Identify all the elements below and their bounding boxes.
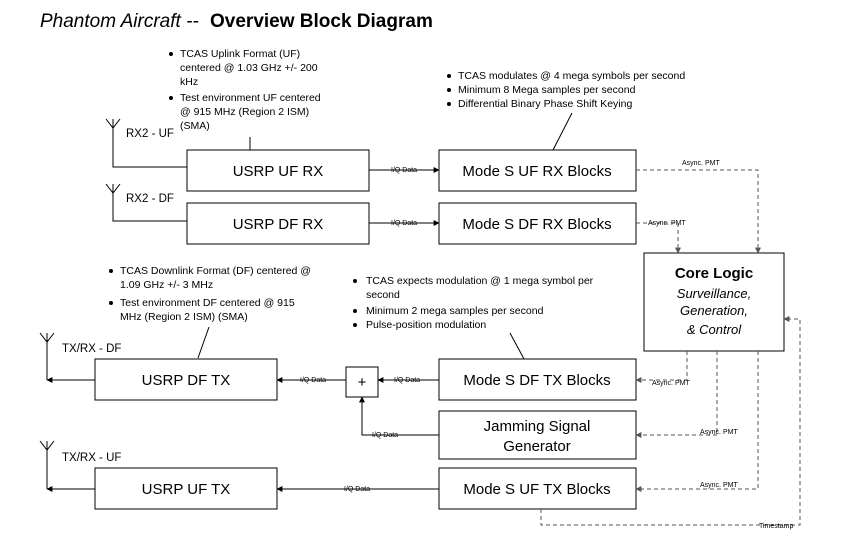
block-label: USRP DF RX xyxy=(233,216,324,233)
block-jamming-generator: Jamming Signal Generator xyxy=(438,410,637,460)
antenna-icon xyxy=(39,440,55,489)
connector-dashed xyxy=(636,169,761,254)
block-core-logic: Core Logic Surveillance, Generation, & C… xyxy=(643,252,785,352)
note-df-tx: TCAS Downlink Format (DF) centered @ 1.0… xyxy=(109,265,311,323)
connector-label: I/Q Data xyxy=(344,486,370,493)
connector-dashed xyxy=(540,316,801,526)
block-label: USRP UF RX xyxy=(233,163,324,180)
block-modes-df-rx: Mode S DF RX Blocks xyxy=(438,202,637,245)
title-bold: Overview Block Diagram xyxy=(210,11,433,32)
connector-label: I/Q Data xyxy=(394,377,420,384)
block-label: Mode S UF RX Blocks xyxy=(462,163,611,180)
connector-label: Async. PMT xyxy=(648,220,686,227)
antenna-label-txrx-uf: TX/RX - UF xyxy=(62,452,121,464)
note-modes-tx: TCAS expects modulation @ 1 mega symbol … xyxy=(353,275,594,331)
connector-label: I/Q Data xyxy=(300,377,326,384)
connector-label: Async. PMT xyxy=(700,482,738,489)
note-uf-rx-line: Test environment UF centered xyxy=(180,92,321,104)
block-usrp-df-tx: USRP DF TX xyxy=(94,358,278,401)
note-uf-rx-line: (SMA) xyxy=(180,120,210,132)
connector-dashed xyxy=(635,351,718,438)
connector-label: I/Q Data xyxy=(372,432,398,439)
block-label: Jamming Signal xyxy=(484,418,591,435)
callout-line xyxy=(509,332,525,360)
block-usrp-uf-tx: USRP UF TX xyxy=(94,467,278,510)
connector-label: Async. PMT xyxy=(652,380,690,387)
block-label: Mode S DF TX Blocks xyxy=(463,372,610,389)
note-uf-rx: TCAS Uplink Format (UF) centered @ 1.03 … xyxy=(169,48,321,132)
block-label: Mode S DF RX Blocks xyxy=(462,216,611,233)
note-modes-tx-line: TCAS expects modulation @ 1 mega symbol … xyxy=(366,275,594,287)
block-label: Generator xyxy=(503,438,571,455)
connector-label: Timestamp xyxy=(759,523,793,530)
title-italic: Phantom Aircraft -- xyxy=(40,11,204,32)
callout-line xyxy=(197,326,210,359)
connector-dashed xyxy=(636,222,681,254)
note-uf-rx-line: kHz xyxy=(180,76,198,88)
core-logic-line: Generation, xyxy=(680,303,748,318)
note-modes-tx-line: Pulse-position modulation xyxy=(366,319,486,331)
note-df-tx-line: Test environment DF centered @ 915 xyxy=(120,297,295,309)
block-label: USRP UF TX xyxy=(142,481,231,498)
block-modes-uf-tx: Mode S UF TX Blocks xyxy=(438,467,637,510)
note-uf-rx-line: @ 915 MHz (Region 2 ISM) xyxy=(180,106,309,118)
block-usrp-df-rx: USRP DF RX xyxy=(186,202,370,245)
note-modes-tx-line: Minimum 2 mega samples per second xyxy=(366,305,544,317)
note-modes-tx-line: second xyxy=(366,289,400,301)
antenna-icon xyxy=(105,118,187,168)
note-modes-rx-line: Differential Binary Phase Shift Keying xyxy=(458,98,632,110)
note-df-tx-line: MHz (Region 2 ISM) (SMA) xyxy=(120,311,248,323)
connector-label: Async. PMT xyxy=(682,160,720,167)
note-df-tx-line: 1.09 GHz +/- 3 MHz xyxy=(120,279,213,291)
core-logic-title: Core Logic xyxy=(675,265,753,282)
block-label: Mode S UF TX Blocks xyxy=(463,481,610,498)
block-modes-uf-rx: Mode S UF RX Blocks xyxy=(438,149,637,192)
core-logic-line: Surveillance, xyxy=(677,286,751,301)
note-modes-rx: TCAS modulates @ 4 mega symbols per seco… xyxy=(447,70,685,110)
connector-label: Async. PMT xyxy=(700,429,738,436)
core-logic-line: & Control xyxy=(687,322,742,337)
callout-line xyxy=(552,112,573,151)
connector xyxy=(359,396,439,436)
antenna-label-rx2-df: RX2 - DF xyxy=(126,193,174,205)
block-usrp-uf-rx: USRP UF RX xyxy=(186,149,370,192)
connector-label: I/Q Data xyxy=(391,220,417,227)
antenna-icon xyxy=(105,183,187,222)
note-uf-rx-line: TCAS Uplink Format (UF) xyxy=(180,48,300,60)
note-df-tx-line: TCAS Downlink Format (DF) centered @ xyxy=(120,265,311,277)
note-modes-rx-line: TCAS modulates @ 4 mega symbols per seco… xyxy=(458,70,685,82)
block-modes-df-tx: Mode S DF TX Blocks xyxy=(438,358,637,401)
note-modes-rx-line: Minimum 8 Mega samples per second xyxy=(458,84,636,96)
connector-dashed xyxy=(635,351,759,492)
diagram-title: Phantom Aircraft -- Overview Block Diagr… xyxy=(40,11,433,32)
connector-label: I/Q Data xyxy=(391,167,417,174)
note-uf-rx-line: centered @ 1.03 GHz +/- 200 xyxy=(180,62,318,74)
block-label: USRP DF TX xyxy=(142,372,231,389)
connector-dashed xyxy=(635,351,688,383)
adder-block: + xyxy=(345,366,379,398)
antenna-icon xyxy=(39,332,55,380)
adder-symbol: + xyxy=(358,374,367,391)
antenna-label-txrx-df: TX/RX - DF xyxy=(62,343,121,355)
antenna-label-rx2-uf: RX2 - UF xyxy=(126,128,174,140)
